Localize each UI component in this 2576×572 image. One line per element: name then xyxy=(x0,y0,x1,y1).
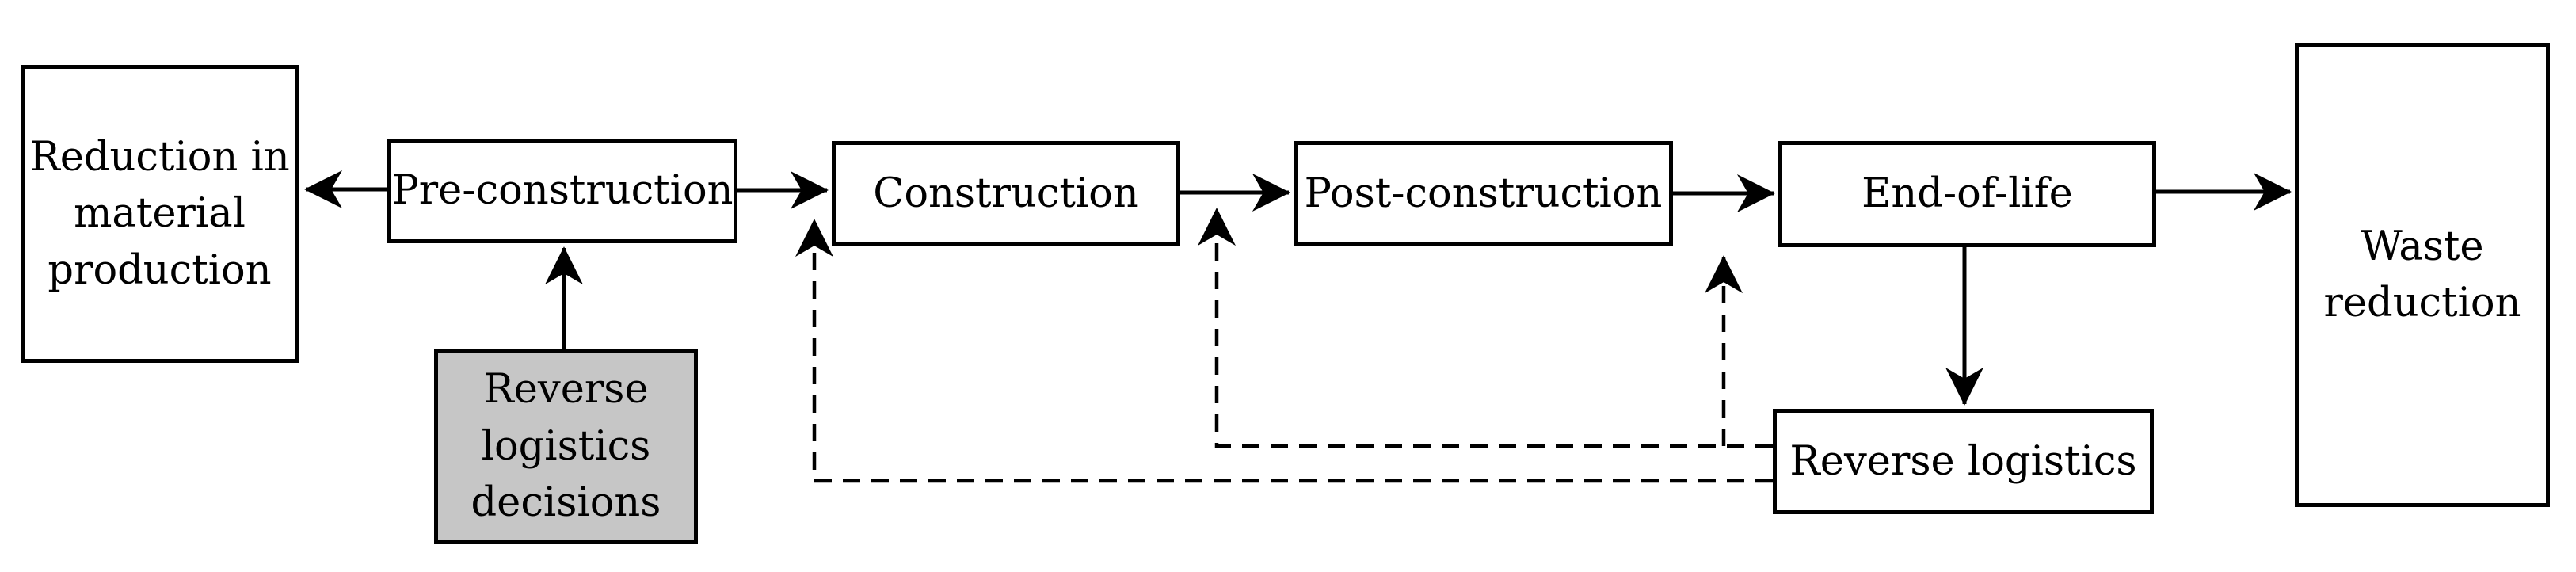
node-reduction-in-material-production: Reduction in material production xyxy=(21,65,299,363)
dashed-arrow-reverse-logistics-to-post-construction xyxy=(1198,208,1773,448)
node-reverse-logistics-decisions: Reverse logistics decisions xyxy=(434,349,698,544)
node-construction: Construction xyxy=(832,141,1180,246)
node-pre-construction: Pre-construction xyxy=(387,139,737,243)
dashed-arrow-reverse-logistics-to-construction xyxy=(795,219,1773,483)
node-end-of-life: End-of-life xyxy=(1778,141,2156,247)
node-reverse-logistics: Reverse logistics xyxy=(1773,409,2154,514)
node-waste-reduction: Waste reduction xyxy=(2295,43,2550,507)
node-post-construction: Post-construction xyxy=(1294,141,1673,246)
